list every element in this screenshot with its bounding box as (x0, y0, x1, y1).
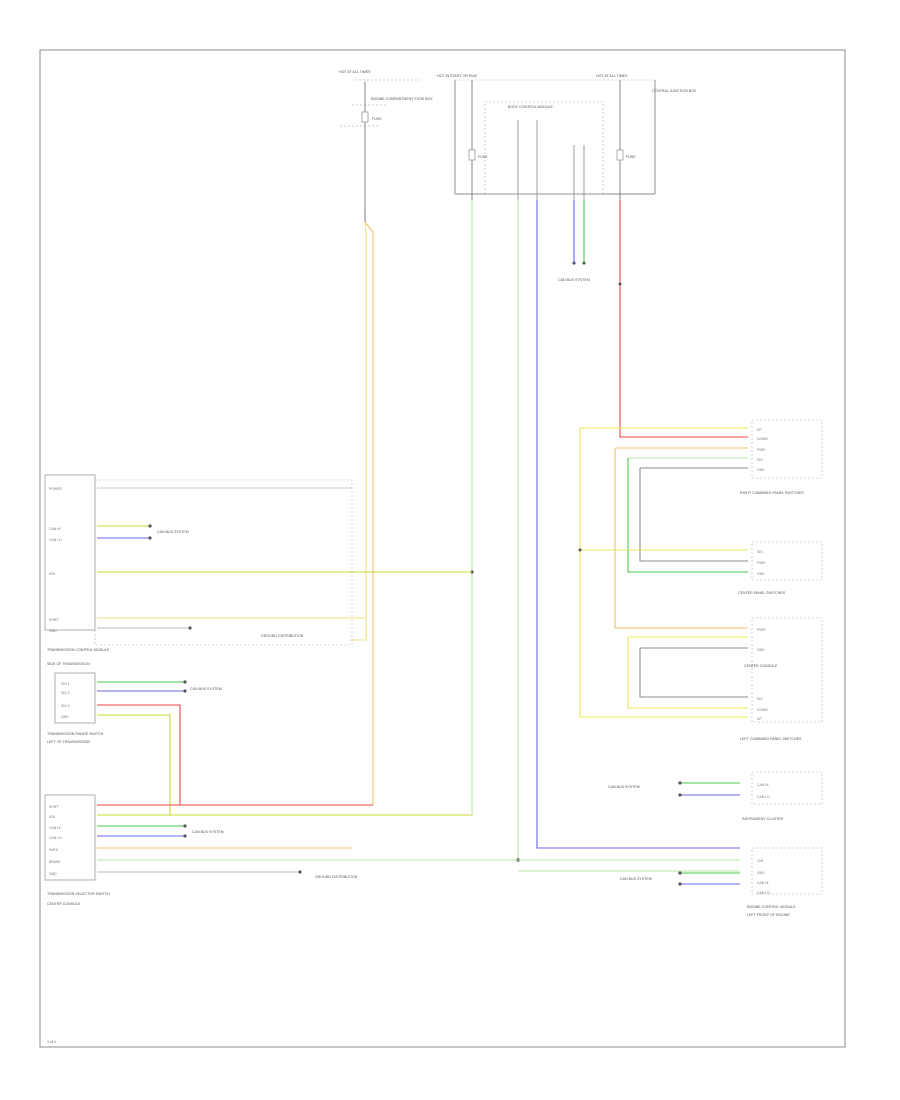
tcm-sub-label: SIDE OF TRANSMISSION (47, 662, 90, 666)
sel-pin-gnd: GND (49, 872, 57, 876)
top-feed-left-label: HOT AT ALL TIMES (339, 70, 371, 74)
wire-red-right-fuse (619, 200, 748, 438)
diagram-border (39, 49, 846, 1048)
cp-pin-pwr: PWR (757, 561, 765, 565)
sel-pin-brake: BRAKE (49, 860, 61, 864)
cp-pin-sig: SIG (757, 550, 763, 554)
tcm-can-label: CAN BUS SYSTEM (157, 530, 189, 534)
rc-pin-up: UP (757, 428, 762, 432)
fuse-mid-label: FUSE (478, 155, 488, 159)
cp-pin-gnd: GND (757, 572, 765, 576)
ic-pin-can-hi: CAN HI (757, 783, 769, 787)
rc-pin-gnd: GND (757, 468, 765, 472)
module-selector: TRANSMISSION SELECTOR SWITCH CENTER CONS… (44, 794, 358, 906)
sel-ground-label: GROUND DISTRIBUTION (315, 875, 358, 879)
selector-label: TRANSMISSION SELECTOR SWITCH (47, 892, 110, 896)
rc-pin-pwr: PWR (757, 448, 765, 452)
sel-pin-can-lo: CAN LO (49, 836, 62, 840)
fuse-right-label: FUSE (626, 155, 636, 159)
ecm-label: ENGINE CONTROL MODULE (747, 905, 796, 909)
trs-pin-sig1: SIG 1 (61, 682, 70, 686)
left-cluster-label: LEFT COMBINED PANEL SWITCHES (740, 737, 802, 741)
fuse-left-label: FUSE (372, 117, 382, 121)
fuse-right-icon (616, 149, 624, 161)
tcm-label: TRANSMISSION CONTROL MODULE (47, 648, 110, 652)
selector-sub-label: CENTER CONSOLE (47, 902, 81, 906)
fuse-mid-icon (468, 149, 476, 161)
fuse-block-right-label: CENTRAL JUNCTION BOX (652, 89, 697, 93)
instrument-label: INSTRUMENT CLUSTER (742, 817, 784, 821)
selector-sub-right-label: CENTER CONSOLE (744, 664, 778, 668)
sel-pin-park: PARK (49, 848, 59, 852)
ecm-pin-can-hi: CAN HI (757, 881, 769, 885)
tcm-pin-power: POWER (49, 487, 62, 491)
tcm-pin-shift: SHIFT (49, 618, 59, 622)
tcm-pin-gnd: GND (49, 629, 57, 633)
fuse-left-icon (361, 111, 369, 123)
rc-pin-down: DOWN (757, 437, 768, 441)
lc-pin-sig: SIG (757, 697, 763, 701)
trs-label: TRANSMISSION RANGE SWITCH (47, 732, 104, 736)
wire-blue-bcm (536, 200, 740, 849)
ecm-pin-ign: IGN (757, 859, 764, 863)
module-trs: TRANSMISSION RANGE SWITCH LEFT OF TRANSM… (47, 672, 222, 744)
ecm-pin-gnd: GND (757, 871, 765, 875)
sel-can-label: CAN BUS SYSTEM (192, 830, 224, 834)
lc-pin-pwr: PWR (757, 628, 765, 632)
tcm-pin-ign: IGN (49, 572, 56, 576)
sel-pin-can-hi: CAN HI (49, 826, 61, 830)
trs-can-label: CAN BUS SYSTEM (190, 687, 222, 691)
rc-pin-sig: SIG (757, 458, 763, 462)
tcm-pin-can-hi: CAN HI (49, 527, 61, 531)
trs-pin-sig2: SIG 2 (61, 691, 70, 695)
lc-pin-up: UP (757, 717, 762, 721)
module-ecm: ENGINE CONTROL MODULE LEFT FRONT OF ENGI… (620, 847, 823, 917)
trs-pin-gnd: GND (61, 715, 69, 719)
module-left-cluster: CENTER CONSOLE LEFT COMBINED PANEL SWITC… (740, 617, 823, 741)
right-cluster-label: RIGHT COMBINED PANEL SWITCHES (740, 491, 804, 495)
page-ref: 1 of 1 (47, 1040, 56, 1044)
fuse-block-left-label: ENGINE COMPARTMENT FUSE BOX (371, 97, 433, 101)
ic-can-label: CAN BUS SYSTEM (608, 785, 640, 789)
lc-pin-gnd: GND (757, 648, 765, 652)
sel-pin-ign: IGN (49, 815, 56, 819)
tcm-ground-label: GROUND DISTRIBUTION (261, 634, 304, 638)
connector-dots (148, 524, 682, 886)
ic-pin-can-lo: CAN LO (757, 795, 770, 799)
ecm-pin-can-lo: CAN LO (757, 891, 770, 895)
center-panel-label: CENTER PANEL SWITCHES (738, 591, 786, 595)
trs-pin-sig3: SIG 3 (61, 704, 70, 708)
module-center-panel: CENTER PANEL SWITCHES SIG PWR GND (738, 541, 823, 595)
fuse-block-center-label: BODY CONTROL MODULE (508, 105, 554, 109)
ecm-sub-label: LEFT FRONT OF ENGINE (747, 913, 790, 917)
sel-pin-shift: SHIFT (49, 805, 59, 809)
top-fuse-area: HOT AT ALL TIMES HOT IN START OR RUN HOT… (339, 70, 697, 282)
wire-yellow-left-fuse (350, 221, 367, 641)
module-right-cluster: RIGHT COMBINED PANEL SWITCHES UP DOWN PW… (740, 419, 823, 495)
module-tcm: TRANSMISSION CONTROL MODULE SIDE OF TRAN… (44, 474, 353, 666)
top-feed-mid-label: HOT IN START OR RUN (437, 74, 477, 78)
body-control-module-outline (484, 101, 604, 195)
module-instrument-cluster: INSTRUMENT CLUSTER CAN HI CAN LO CAN BUS… (608, 771, 823, 821)
can-bus-top-label: CAN BUS SYSTEM (558, 278, 590, 282)
top-feed-right-label: HOT AT ALL TIMES (596, 74, 628, 78)
trs-sub-label: LEFT OF TRANSMISSION (47, 740, 90, 744)
wires (97, 200, 748, 885)
tcm-pin-can-lo: CAN LO (49, 538, 62, 542)
wire-orange-left-fuse (364, 221, 374, 805)
lc-pin-down: DOWN (757, 708, 768, 712)
ecm-can-label: CAN BUS SYSTEM (620, 877, 652, 881)
